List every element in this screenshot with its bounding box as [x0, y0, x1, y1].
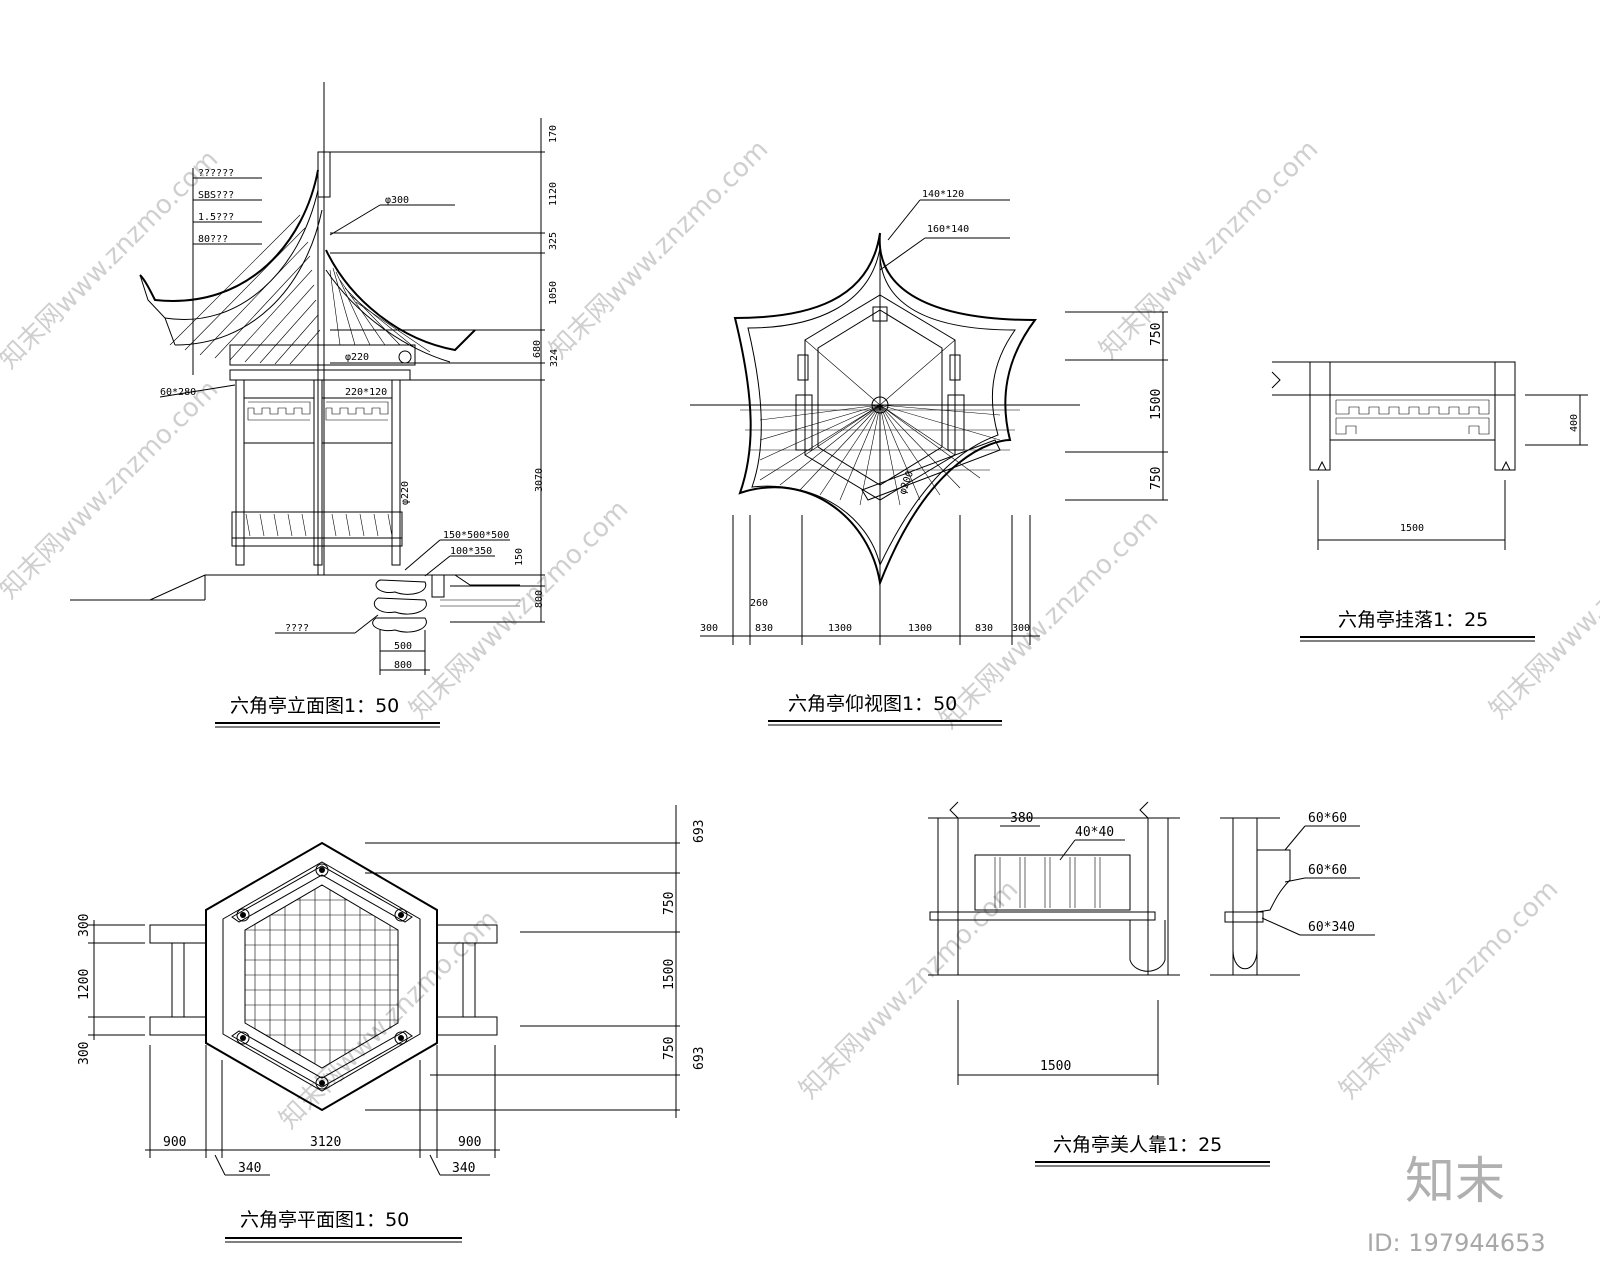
hanging-width: 1500 — [1400, 523, 1424, 534]
site-watermark: 知末网www.znzmo.com — [1334, 874, 1565, 1105]
layer-label: 1.5??? — [198, 212, 234, 223]
elev-dim: 680 — [532, 340, 543, 358]
bench-label: 60*340 — [1308, 920, 1355, 935]
elevation-title: 六角亭立面图1：50 — [230, 695, 399, 717]
ceiling-bottom-dim: 300 — [700, 623, 718, 634]
plan-right-dim: 750 — [662, 892, 677, 915]
plan-left-dim: 300 — [77, 1042, 92, 1065]
ceiling-bottom-dim: 300 — [1012, 623, 1030, 634]
ceiling-title: 六角亭仰视图1：50 — [788, 693, 957, 715]
ceiling-label-a: 140*120 — [922, 189, 964, 200]
plan-left-dim: 300 — [77, 914, 92, 937]
elev-label-ring: φ220 — [345, 352, 369, 363]
site-watermark: 知末网www.znzmo.com — [274, 904, 505, 1135]
site-watermark: 知末网www.znzmo.com — [1484, 494, 1600, 725]
plan-title: 六角亭平面图1：50 — [240, 1209, 409, 1231]
elev-dim: 170 — [548, 125, 559, 143]
plan-right-dim: 693 — [692, 820, 707, 843]
elev-label-footing: 150*500*500 — [443, 530, 509, 541]
site-watermark: 知末网www.znzmo.com — [404, 494, 635, 725]
layer-label: 80??? — [198, 234, 228, 245]
elev-dim: 1120 — [548, 182, 559, 206]
ceiling-right-dim: 1500 — [1149, 389, 1164, 420]
site-watermark: 知末网www.znzmo.com — [544, 134, 775, 365]
bench-label: 60*60 — [1308, 863, 1347, 878]
elev-label-foundation: ???? — [285, 623, 309, 634]
ceiling-right-dim: 750 — [1149, 323, 1164, 346]
site-watermark: 知末网www.znzmo.com — [1094, 134, 1325, 365]
elevation-view: ?????? SBS??? 1.5??? 80??? φ300 φ220 60*… — [70, 82, 560, 728]
ceiling-bottom-dim: 1300 — [828, 623, 852, 634]
bench-title: 六角亭美人靠1：25 — [1053, 1134, 1222, 1156]
elev-label-column: φ220 — [400, 481, 411, 505]
elev-label-beam: 220*120 — [345, 387, 387, 398]
hanging-lattice-view: 400 1500 六角亭挂落1：25 — [1271, 361, 1588, 642]
id-watermark: ID: 197944653 — [1367, 1229, 1546, 1257]
bench-label: 60*60 — [1308, 811, 1347, 826]
plan-left-dim: 1200 — [77, 969, 92, 1000]
plan-right-dim: 693 — [692, 1047, 707, 1070]
elev-label-beam-left: 60*280 — [160, 387, 196, 398]
site-watermark: 知末网www.znzmo.com — [934, 504, 1165, 735]
plan-bottom-dim: 900 — [163, 1135, 186, 1150]
elev-bottom-dim: 500 — [394, 641, 412, 652]
elev-bottom-dim: 800 — [394, 660, 412, 671]
bench-label: 40*40 — [1075, 825, 1114, 840]
elev-dim: 324 — [549, 349, 560, 367]
elev-dim: 1050 — [548, 281, 559, 305]
ceiling-view: φ200 140*120 160*140 750 1500 750 300 26… — [690, 189, 1168, 726]
elev-dim: 3070 — [534, 468, 545, 492]
elev-dim: 325 — [548, 232, 559, 250]
elev-dim: 800 — [534, 590, 545, 608]
site-watermark: 知末网www.znzmo.com — [794, 874, 1025, 1105]
ceiling-bottom-dim: 830 — [755, 623, 773, 634]
ceiling-label-b: 160*140 — [927, 224, 969, 235]
plan-view: 300 1200 300 693 750 1500 750 693 900 31… — [77, 805, 707, 1243]
hanging-title: 六角亭挂落1：25 — [1338, 609, 1488, 631]
elev-dim: 150 — [514, 548, 525, 566]
plan-bottom-dim: 3120 — [310, 1135, 341, 1150]
site-watermark: 知末网www.znzmo.com — [0, 144, 224, 375]
hanging-height: 400 — [1569, 414, 1580, 432]
plan-bottom-dim: 900 — [458, 1135, 481, 1150]
plan-right-dim: 750 — [662, 1037, 677, 1060]
plan-sub-dim: 340 — [452, 1161, 475, 1176]
layer-label: ?????? — [198, 168, 234, 179]
ceiling-bottom-dim: 830 — [975, 623, 993, 634]
brand-watermark: 知末 — [1405, 1152, 1505, 1210]
ceiling-bottom-dim: 1300 — [908, 623, 932, 634]
elev-label-base: 100*350 — [450, 546, 492, 557]
plan-sub-dim: 340 — [238, 1161, 261, 1176]
site-watermark: 知末网www.znzmo.com — [0, 374, 224, 605]
ceiling-right-dim: 750 — [1149, 467, 1164, 490]
layer-label: SBS??? — [198, 190, 234, 201]
bench-view: 380 40*40 1500 60*60 60*60 60*340 六角亭美人靠… — [928, 801, 1375, 1167]
bench-width: 1500 — [1040, 1059, 1071, 1074]
bench-label: 380 — [1010, 811, 1033, 826]
elev-label-top-post: φ300 — [385, 195, 409, 206]
ceiling-bottom-dim: 260 — [750, 598, 768, 609]
plan-right-dim: 1500 — [662, 959, 677, 990]
